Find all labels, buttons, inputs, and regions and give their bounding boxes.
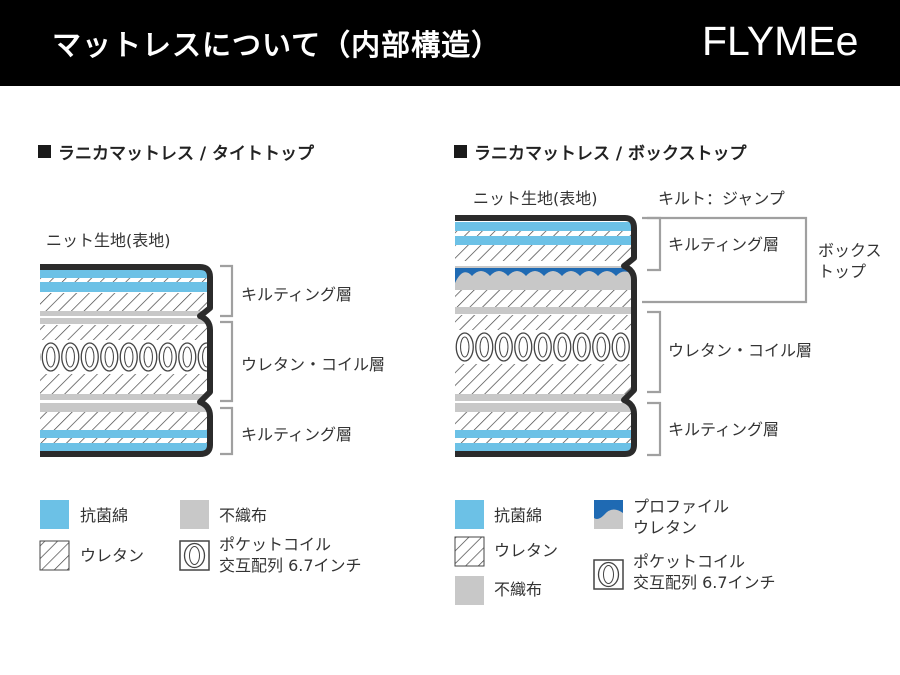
legend-profile-line: ウレタン: [633, 517, 698, 537]
right-bracket-icon: [220, 406, 234, 456]
legend-profile-line: プロファイル: [633, 497, 730, 516]
box-top-label: ボックス トップ: [818, 241, 882, 283]
right-bracket-icon: [647, 310, 662, 394]
right-bracket-icon: [220, 264, 234, 318]
right-layer-label: ウレタン・コイル層: [668, 341, 813, 360]
legend-pocket-coil-line: 交互配列 6.7インチ: [219, 555, 362, 575]
right-bracket-icon: [647, 216, 662, 272]
cotton-swatch-icon: [40, 500, 69, 529]
legend-nonwoven-label: 不織布: [494, 580, 543, 599]
left-mattress-frame: [40, 264, 213, 457]
legend-urethane-label: ウレタン: [494, 541, 559, 560]
right-bracket-icon: [220, 320, 234, 403]
left-fabric-label: ニット生地(表地): [46, 231, 171, 250]
right-layer-label: キルティング層: [668, 420, 780, 439]
left-mattress-layers: [40, 267, 210, 454]
left-layer-label: キルティング層: [241, 285, 353, 304]
legend-cotton-label: 抗菌綿: [494, 506, 543, 525]
profile-urethane-swatch-icon: [594, 500, 623, 529]
urethane-swatch-icon: [39, 540, 70, 571]
left-layer-label: キルティング層: [241, 425, 353, 444]
left-section-title-text: ラニカマットレス / タイトトップ: [58, 144, 315, 164]
right-mattress-frame: [455, 215, 637, 457]
pocket-coil-swatch-icon: [593, 559, 624, 590]
box-top-bracket-icon: [642, 216, 808, 304]
legend-pocket-coil-line: ポケットコイル: [633, 552, 746, 571]
box-top-label-line: ボックス: [818, 241, 882, 260]
right-section-title-text: ラニカマットレス / ボックストップ: [474, 144, 747, 164]
right-bracket-icon: [647, 401, 662, 457]
right-section-title: ラニカマットレス / ボックストップ: [454, 139, 747, 164]
cotton-swatch-icon: [455, 500, 484, 529]
right-fabric-label: ニット生地(表地): [473, 189, 598, 208]
legend-pocket-coil-line: ポケットコイル: [219, 535, 332, 554]
legend-cotton-label: 抗菌綿: [80, 506, 129, 525]
left-layer-label: ウレタン・コイル層: [241, 355, 386, 374]
quilt-label: キルト：ジャンプ: [658, 189, 785, 208]
legend-pocket-coil-label: ポケットコイル 交互配列 6.7インチ: [219, 535, 362, 577]
urethane-swatch-icon: [454, 536, 485, 567]
black-square-icon: [454, 145, 467, 158]
legend-pocket-coil-label: ポケットコイル 交互配列 6.7インチ: [633, 552, 776, 594]
right-layer-label: キルティング層: [668, 235, 780, 254]
nonwoven-swatch-icon: [180, 500, 209, 529]
brand-logo: FLYMEe: [702, 18, 859, 64]
legend-profile-urethane-label: プロファイル ウレタン: [633, 497, 729, 539]
black-square-icon: [38, 145, 51, 158]
pocket-coil-swatch-icon: [179, 540, 210, 571]
box-top-label-line: トップ: [818, 261, 867, 281]
legend-pocket-coil-line: 交互配列 6.7インチ: [633, 572, 776, 592]
left-section-title: ラニカマットレス / タイトトップ: [38, 139, 314, 164]
right-mattress-layers: [455, 218, 634, 454]
nonwoven-swatch-icon: [455, 576, 484, 605]
page-title: マットレスについて（内部構造）: [52, 28, 502, 62]
header-bar: マットレスについて（内部構造） FLYMEe: [0, 0, 900, 86]
legend-urethane-label: ウレタン: [80, 546, 145, 565]
legend-nonwoven-label: 不織布: [219, 506, 268, 525]
